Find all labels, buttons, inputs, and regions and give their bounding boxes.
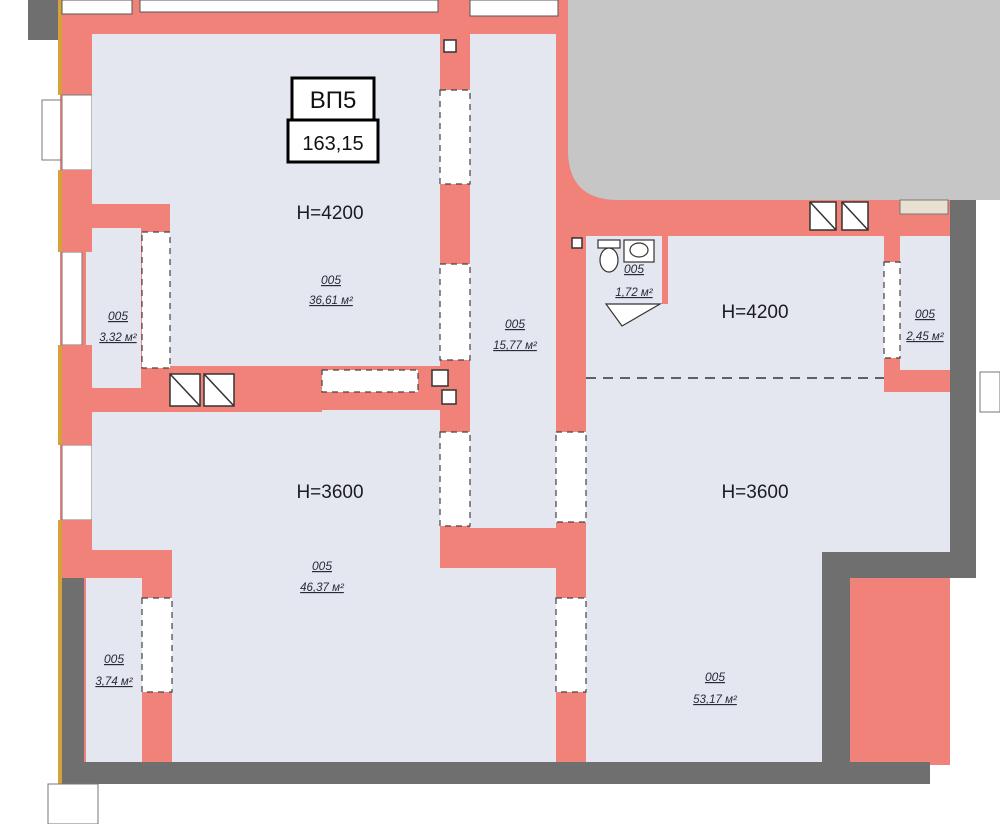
room-upper-left-hall-ext — [170, 200, 440, 366]
top-openings — [61, 0, 559, 17]
window-frames — [58, 0, 62, 784]
window-frame-4 — [58, 520, 62, 580]
room-lower-left-hall-ext — [172, 410, 556, 762]
outer-wall-top-left — [28, 0, 62, 40]
room-code: 005 — [312, 559, 332, 573]
room-code: 005 — [321, 273, 341, 287]
opening-hall-to-hall — [321, 369, 419, 393]
bathroom-door-leaf — [604, 303, 663, 327]
wall-right-small-bottom — [884, 370, 950, 392]
door-openings — [141, 89, 901, 693]
facade-opening-1 — [61, 94, 93, 171]
wall-left-low — [62, 520, 92, 578]
bathroom-fixtures — [597, 239, 663, 327]
window-frame-3 — [58, 345, 62, 445]
opening-corridor-2 — [439, 263, 471, 361]
room-area: 46,37 м² — [300, 582, 345, 594]
room-area: 3,32 м² — [99, 332, 137, 344]
facade-opening-2 — [61, 251, 83, 346]
right-niche — [899, 199, 949, 215]
facade-openings — [41, 94, 93, 521]
title-box-bottom — [286, 118, 380, 164]
masked-area — [568, 0, 1000, 200]
room-left-small — [86, 228, 141, 388]
room-right-small — [900, 236, 950, 370]
room-code: 005 — [104, 652, 124, 666]
window-frame-5 — [58, 578, 62, 784]
height-label-upper-right: H=4200 — [721, 302, 788, 323]
ceiling-heights: H=4200 H=4200 H=3600 H=3600 — [296, 203, 788, 503]
wall-left-mid — [62, 345, 92, 445]
opening-corridor-3 — [439, 431, 471, 527]
right-window — [979, 371, 1000, 413]
room-bottom-left — [86, 578, 142, 762]
vent-shaft-5 — [431, 369, 449, 387]
room-right-lower — [586, 378, 950, 552]
vent-shaft-7 — [443, 39, 457, 53]
room-area: 1,72 м² — [615, 287, 653, 299]
outer-wall-bottom — [62, 762, 930, 784]
room-code: 005 — [505, 317, 525, 331]
toilet-tank — [597, 239, 621, 249]
window-frame-2 — [58, 170, 62, 252]
apartment-code: ВП5 — [310, 87, 357, 114]
height-label-lower-left: H=3600 — [296, 482, 363, 503]
toilet-icon — [599, 247, 619, 273]
wall-bathroom-right — [662, 236, 668, 304]
room-code: 005 — [624, 262, 644, 276]
top-opening-right — [469, 0, 559, 17]
room-area: 53,17 м² — [693, 694, 738, 706]
top-opening-mid — [139, 0, 439, 13]
window-frame-1 — [58, 0, 62, 95]
opening-right-2 — [555, 597, 587, 693]
opening-right-small — [883, 261, 901, 359]
vent-shaft-6 — [441, 389, 457, 405]
room-upper-left-hall — [92, 34, 440, 204]
bottom-left-stub — [47, 783, 99, 824]
opening-corridor-1 — [439, 89, 471, 185]
height-label-lower-right: H=3600 — [721, 482, 788, 503]
outer-walls — [28, 0, 976, 784]
opening-bottom-left — [141, 597, 173, 693]
vent-shaft-8 — [571, 237, 583, 249]
door-leaf — [41, 99, 63, 161]
room-area: 2,45 м² — [905, 331, 944, 343]
wall-left-upper — [62, 170, 92, 252]
outer-wall-right-lower — [822, 552, 850, 784]
outer-wall-left — [62, 578, 84, 784]
rooms — [86, 34, 950, 762]
wall-right-upper — [556, 200, 950, 236]
height-label-upper-left: H=4200 — [296, 203, 363, 224]
vent-shafts — [169, 39, 869, 407]
apartment-total-area: 163,15 — [302, 133, 363, 155]
opening-right-1 — [555, 431, 587, 523]
right-exterior — [899, 199, 1000, 413]
room-code: 005 — [705, 670, 725, 684]
room-area: 36,61 м² — [309, 295, 354, 307]
room-area: 3,74 м² — [95, 676, 133, 688]
room-area: 15,77 м² — [493, 340, 538, 352]
sink-icon — [629, 242, 649, 258]
room-labels: 005 36,61 м² 005 3,32 м² 005 15,77 м² 00… — [95, 262, 944, 706]
top-opening-left — [61, 0, 133, 15]
outer-wall-right-upper — [950, 200, 976, 576]
room-code: 005 — [108, 309, 128, 323]
opening-small-left — [141, 231, 171, 369]
facade-opening-3 — [61, 444, 93, 521]
apartment-title-box: ВП5 163,15 — [286, 76, 380, 164]
room-code: 005 — [915, 307, 935, 321]
room-right-lower-ext — [586, 550, 822, 762]
